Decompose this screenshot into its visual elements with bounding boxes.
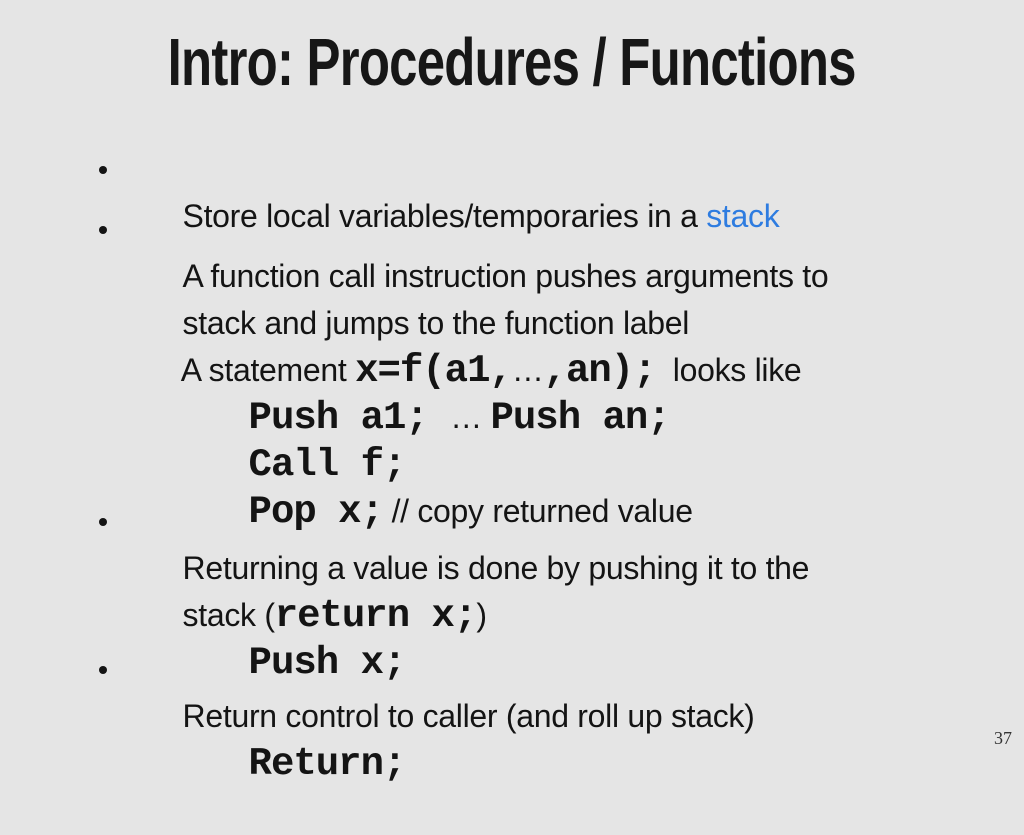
continuation-line: A statement x=f(a1,…,an); looks like — [0, 300, 994, 393]
code-text: Call f; — [248, 443, 407, 487]
continuation-line: stack and jumps to the function label — [0, 253, 994, 341]
body-text: stack ( — [182, 597, 275, 633]
body-text: stack and jumps to the function label — [182, 305, 690, 341]
bullet-icon — [99, 665, 107, 674]
slide-title-text: Intro: Procedures / Functions — [167, 25, 857, 100]
code-line: Push a1; … Push an; — [0, 347, 994, 440]
stack-hyperlink[interactable]: stack — [706, 198, 780, 234]
slide-title: Intro: Procedures / Functions — [0, 26, 1024, 100]
code-line: Push x; — [0, 592, 994, 685]
body-text: Store local variables/temporaries in a — [182, 198, 707, 234]
bullet-icon — [99, 517, 107, 526]
bullet-line: Returning a value is done by pushing it … — [0, 498, 994, 586]
slide: Intro: Procedures / Functions Store loca… — [0, 25, 1024, 786]
body-text: A statement — [180, 352, 356, 388]
code-line: Pop x; // copy returned value — [0, 441, 994, 534]
body-text: ) — [476, 597, 487, 633]
ellipsis-text: … — [511, 352, 544, 388]
bullet-line: A function call instruction pushes argum… — [0, 206, 994, 294]
bullet-line: Return control to caller (and roll up st… — [0, 646, 994, 734]
bullet-icon — [99, 165, 107, 174]
body-text: Returning a value is done by pushing it … — [182, 550, 810, 586]
code-text: Push an; — [490, 396, 670, 440]
inline-code: return x; — [274, 594, 478, 638]
slide-body: Store local variables/temporaries in a s… — [0, 146, 994, 786]
body-text: Return control to caller (and roll up st… — [182, 698, 755, 734]
code-text: Pop x; — [248, 490, 384, 534]
slide-number: 37 — [994, 728, 1012, 748]
code-line: Call f; — [0, 394, 994, 487]
body-text: A function call instruction pushes argum… — [182, 258, 829, 294]
code-text: Push a1; — [248, 396, 451, 440]
bullet-icon — [99, 225, 107, 234]
code-line: Return; — [0, 693, 994, 786]
code-comment: // copy returned value — [382, 493, 693, 529]
inline-code: x=f(a1, — [355, 349, 513, 393]
ellipsis-text: … — [450, 399, 491, 435]
code-text: Return; — [248, 742, 407, 786]
inline-code: ,an); — [543, 349, 657, 393]
bullet-line: Store local variables/temporaries in a s… — [0, 146, 994, 234]
body-text: looks like — [655, 352, 802, 388]
code-text: Push x; — [248, 641, 407, 685]
continuation-line: stack (return x;) — [0, 545, 994, 638]
